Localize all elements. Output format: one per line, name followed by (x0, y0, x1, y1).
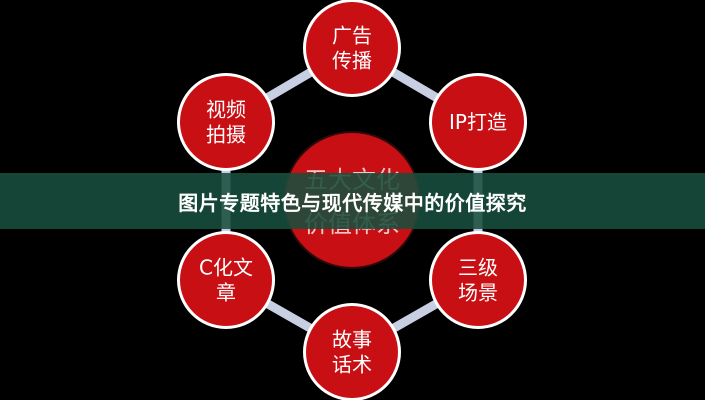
node-circle (432, 234, 524, 326)
node-label: 视频 (206, 98, 246, 122)
node-label: 传播 (332, 49, 372, 73)
banner-title: 图片专题特色与现代传媒中的价值探究 (178, 190, 527, 215)
node-label: 拍摄 (206, 123, 246, 147)
node-label: 广告 (332, 24, 372, 48)
node-label: 三级 (458, 256, 498, 280)
node-label: C化文 (199, 256, 253, 280)
node-label: 章 (216, 281, 236, 305)
node-circle (180, 234, 272, 326)
node-label: 话术 (332, 353, 372, 377)
node-circle (180, 76, 272, 168)
node-label: IP打造 (449, 110, 507, 134)
node-circle (306, 306, 398, 398)
title-banner: 图片专题特色与现代传媒中的价值探究 (0, 173, 705, 229)
node-label: 故事 (332, 328, 372, 352)
node-circle (306, 2, 398, 94)
node-label: 场景 (458, 281, 498, 305)
node-circle (432, 76, 524, 168)
